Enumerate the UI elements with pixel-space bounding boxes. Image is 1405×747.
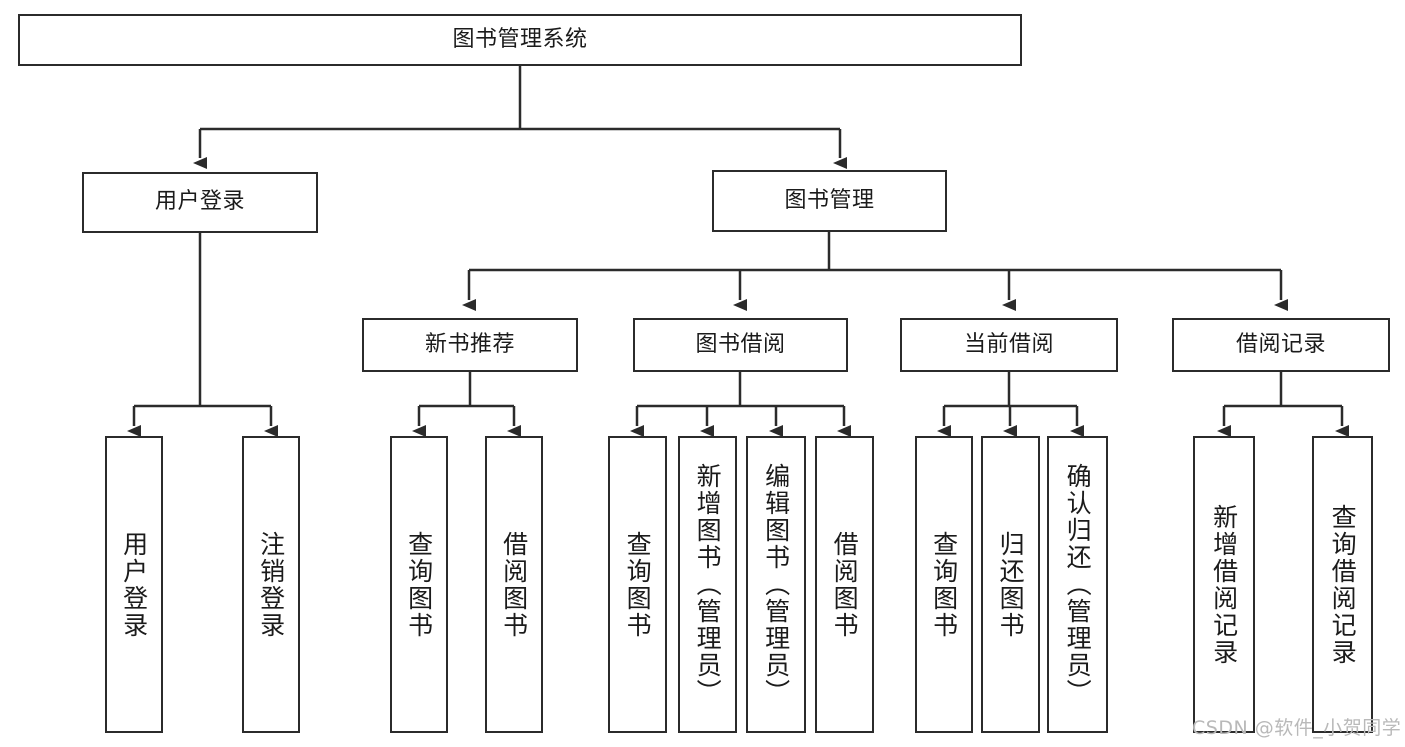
node-user-login-label: 用户登录	[154, 189, 245, 215]
leaf-edit-book-label: 编辑图书（管理员）	[761, 463, 791, 706]
leaf-logout-label: 注销登录	[256, 530, 286, 639]
node-new-book-rec-label: 新书推荐	[424, 331, 515, 357]
csdn-watermark: CSDN @软件_小贺同学	[1192, 717, 1402, 739]
leaf-borrow-book-1[interactable]: 借阅图书	[485, 436, 543, 733]
leaf-user-login-label: 用户登录	[119, 530, 149, 639]
leaf-borrow-book-2-label: 借阅图书	[830, 530, 860, 639]
node-current-borrow[interactable]: 当前借阅	[900, 318, 1118, 372]
leaf-query-book-2-label: 查询图书	[623, 530, 653, 639]
node-book-borrow[interactable]: 图书借阅	[633, 318, 848, 372]
node-user-login[interactable]: 用户登录	[82, 172, 318, 233]
node-borrow-record-label: 借阅记录	[1235, 331, 1326, 357]
leaf-add-book[interactable]: 新增图书（管理员）	[678, 436, 737, 733]
leaf-add-record[interactable]: 新增借阅记录	[1193, 436, 1255, 733]
leaf-borrow-book-2[interactable]: 借阅图书	[815, 436, 874, 733]
leaf-query-book-1-label: 查询图书	[404, 530, 434, 639]
leaf-query-book-1[interactable]: 查询图书	[390, 436, 448, 733]
leaf-edit-book[interactable]: 编辑图书（管理员）	[746, 436, 806, 733]
leaf-borrow-book-1-label: 借阅图书	[499, 530, 529, 639]
leaf-user-login[interactable]: 用户登录	[105, 436, 163, 733]
node-root[interactable]: 图书管理系统	[18, 14, 1022, 66]
leaf-confirm-return[interactable]: 确认归还（管理员）	[1047, 436, 1108, 733]
leaf-query-record[interactable]: 查询借阅记录	[1312, 436, 1373, 733]
leaf-return-book-label: 归还图书	[996, 530, 1026, 639]
node-book-manage[interactable]: 图书管理	[712, 170, 947, 232]
node-borrow-record[interactable]: 借阅记录	[1172, 318, 1390, 372]
node-current-borrow-label: 当前借阅	[963, 331, 1054, 357]
leaf-query-book-2[interactable]: 查询图书	[608, 436, 667, 733]
leaf-return-book[interactable]: 归还图书	[981, 436, 1040, 733]
leaf-add-book-label: 新增图书（管理员）	[693, 463, 723, 706]
node-book-borrow-label: 图书借阅	[695, 331, 786, 357]
leaf-logout[interactable]: 注销登录	[242, 436, 300, 733]
leaf-query-record-label: 查询借阅记录	[1328, 503, 1358, 666]
leaf-query-book-3[interactable]: 查询图书	[915, 436, 973, 733]
leaf-add-record-label: 新增借阅记录	[1209, 503, 1239, 666]
leaf-confirm-return-label: 确认归还（管理员）	[1063, 463, 1093, 706]
node-new-book-rec[interactable]: 新书推荐	[362, 318, 578, 372]
leaf-query-book-3-label: 查询图书	[929, 530, 959, 639]
node-root-label: 图书管理系统	[452, 26, 588, 52]
node-book-manage-label: 图书管理	[784, 187, 875, 213]
